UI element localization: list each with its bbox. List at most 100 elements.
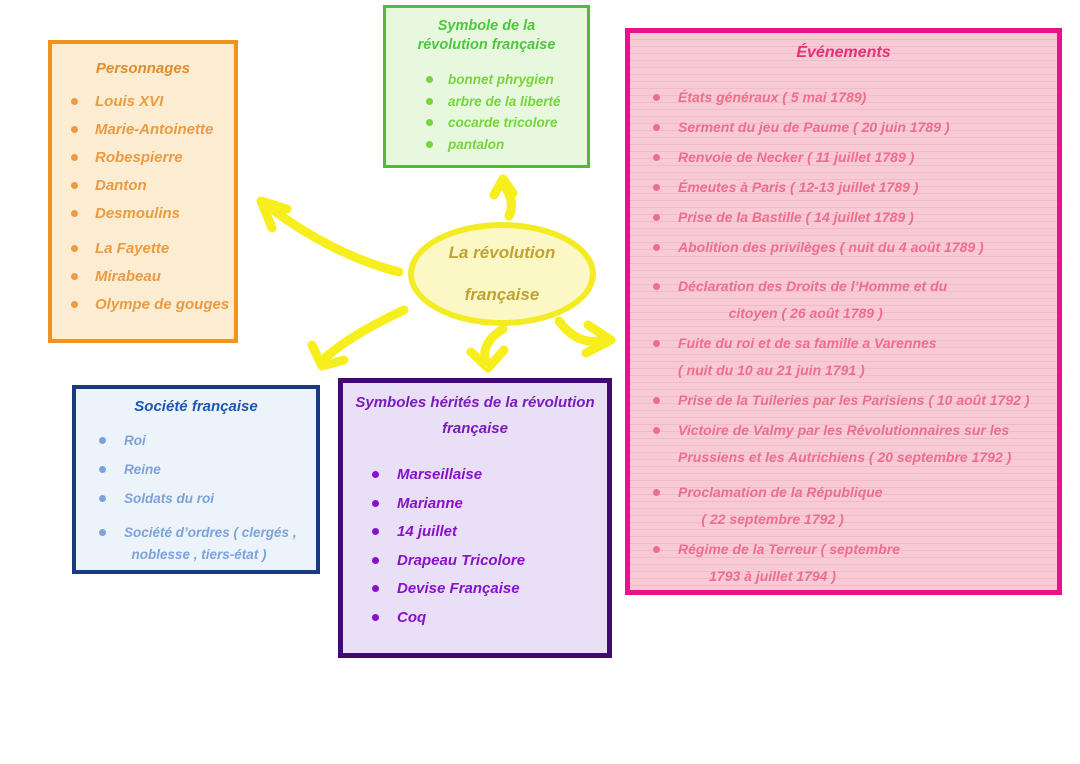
list-item-text: Coq [397, 608, 427, 626]
node-symbole: Symbole de la révolution française bonne… [383, 5, 590, 168]
bullet-icon [99, 466, 106, 473]
list-item: Reine [76, 455, 316, 484]
list-item-text: Mirabeau [95, 268, 161, 285]
arrow-to-personnages [256, 196, 404, 277]
list-item-text: Robespierre [95, 149, 183, 166]
bullet-icon [653, 489, 660, 496]
node-symboles-herites-title: Symboles hérités de la révolution frança… [355, 394, 595, 437]
list-item-text: Fuite du roi et de sa famille a Varennes… [678, 335, 937, 378]
bullet-icon [372, 613, 379, 621]
list-item-text: Drapeau Tricolore [397, 551, 526, 569]
list-item-text: Danton [95, 177, 147, 194]
node-societe-title: Société française [134, 398, 258, 415]
symbole-list: bonnet phrygien arbre de la liberté cocard… [386, 69, 587, 155]
center-node-ellipse: La révolution française [408, 222, 596, 326]
arrow-to-symbole [489, 174, 518, 221]
list-item-text: 14 juillet [397, 523, 458, 540]
list-item-text: Proclamation de la République ( 22 septe… [678, 484, 883, 527]
node-evenements-title: Événements [796, 44, 891, 61]
arrow-to-symboles-herites [466, 324, 509, 373]
list-item-text: Renvoie de Necker ( 11 juillet 1789 ) [678, 149, 915, 165]
list-item: Desmoulins [52, 200, 234, 228]
list-item-text: Olympe de gouges [95, 296, 230, 313]
list-item: Drapeau Tricolore [343, 547, 607, 576]
list-item: Olympe de gouges [52, 291, 234, 319]
bullet-icon [372, 528, 379, 535]
list-item-text: États généraux ( 5 mai 1789) [678, 89, 867, 105]
bullet-icon [653, 214, 660, 221]
list-item-text: Prise de la Bastille ( 14 juillet 1789 ) [678, 209, 914, 225]
list-item-text: La Fayette [95, 240, 170, 257]
bullet-icon [71, 182, 78, 189]
list-item: Danton [52, 172, 234, 200]
node-personnages-title: Personnages [95, 60, 191, 77]
list-item: Déclaration des Droits de l’Homme et du … [630, 273, 1057, 327]
list-item: Louis XVI [52, 88, 234, 116]
list-item-text: Louis XVI [95, 93, 164, 110]
center-node-label: La révolution française [448, 243, 556, 304]
bullet-icon [71, 98, 78, 105]
list-item: arbre de la liberté [386, 91, 587, 113]
list-item: pantalon [386, 134, 587, 156]
list-item-text: Desmoulins [95, 205, 181, 222]
list-item: cocarde tricolore [386, 112, 587, 134]
list-item: Robespierre [52, 144, 234, 172]
list-item: Régime de la Terreur ( septembre 1793 à … [630, 536, 1057, 590]
list-item-text: cocarde tricolore [448, 115, 558, 130]
list-item-text: Marianne [397, 494, 463, 512]
bullet-icon [71, 301, 78, 308]
list-item: Société d’ordres ( clergés , noblesse , … [76, 518, 316, 566]
node-symboles-herites: Symboles hérités de la révolution frança… [338, 378, 612, 658]
list-item: États généraux ( 5 mai 1789) [630, 84, 1057, 111]
list-item: Fuite du roi et de sa famille a Varennes… [630, 330, 1057, 384]
list-item: Victoire de Valmy par les Révolutionnair… [630, 417, 1057, 471]
bullet-icon [653, 397, 660, 404]
bullet-icon [426, 119, 433, 126]
bullet-icon [653, 546, 660, 553]
bullet-icon [372, 585, 379, 592]
bullet-icon [653, 244, 660, 251]
list-item-text: arbre de la liberté [448, 93, 561, 109]
list-item: Prise de la Tuileries par les Parisiens … [630, 387, 1057, 414]
list-item-text: pantalon [448, 136, 505, 152]
list-item: Serment du jeu de Paume ( 20 juin 1789 ) [630, 114, 1057, 141]
node-evenements: Événements États généraux ( 5 mai 1789) S… [625, 28, 1062, 595]
bullet-icon [426, 140, 433, 148]
arrow-to-societe [307, 305, 409, 371]
list-item: 14 juillet [343, 518, 607, 547]
list-item: Abolition des privilèges ( nuit du 4 aoû… [630, 234, 1057, 261]
list-item: Coq [343, 604, 607, 633]
list-item-text: Déclaration des Droits de l’Homme et du … [678, 278, 948, 321]
list-item: Marie-Antoinette [52, 116, 234, 144]
list-item-text: Reine [124, 462, 161, 477]
list-item-text: Société d’ordres ( clergés , noblesse , … [124, 525, 297, 562]
evenements-list: États généraux ( 5 mai 1789) Serment du j… [630, 84, 1057, 590]
list-item: Proclamation de la République ( 22 septe… [630, 479, 1057, 533]
bullet-icon [99, 529, 106, 536]
bullet-icon [653, 427, 660, 434]
list-item-text: Régime de la Terreur ( septembre 1793 à … [678, 541, 901, 584]
bullet-icon [653, 340, 660, 347]
list-item-text: Devise Française [397, 580, 520, 597]
bullet-icon [653, 154, 660, 161]
list-item-text: Émeutes à Paris ( 12-13 juillet 1789 ) [678, 179, 919, 195]
bullet-icon [372, 499, 379, 507]
list-item: Mirabeau [52, 263, 234, 291]
list-item: La Fayette [52, 235, 234, 263]
list-item-text: Marseillaise [397, 466, 483, 483]
list-item: Prise de la Bastille ( 14 juillet 1789 ) [630, 204, 1057, 231]
bullet-icon [653, 94, 660, 101]
bullet-icon [653, 184, 660, 191]
list-item-text: Serment du jeu de Paume ( 20 juin 1789 ) [678, 119, 950, 135]
list-item-text: Victoire de Valmy par les Révolutionnair… [678, 422, 1012, 465]
bullet-icon [426, 97, 433, 105]
bullet-icon [372, 471, 379, 478]
list-item: bonnet phrygien [386, 69, 587, 91]
list-item: Roi [76, 426, 316, 455]
list-item-text: bonnet phrygien [448, 72, 554, 87]
list-item: Devise Française [343, 575, 607, 604]
